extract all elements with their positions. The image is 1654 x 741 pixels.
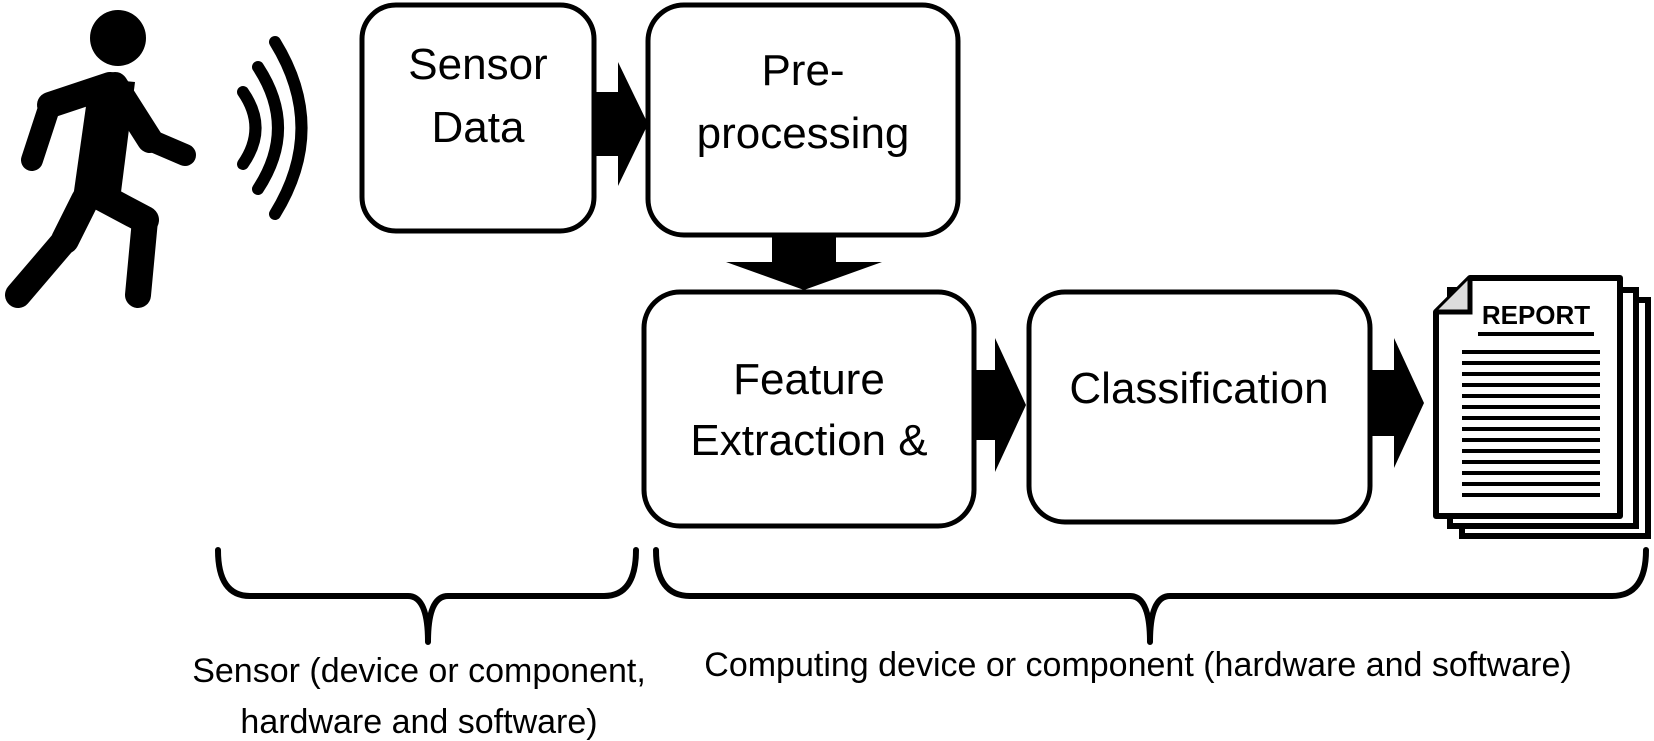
arrow-feature-extraction-to-classification (974, 338, 1026, 472)
walking-person-icon (5, 10, 196, 308)
preprocessing-label-line2: processing (697, 109, 910, 158)
preprocessing-node: Pre- processing (645, 2, 961, 238)
sensor-data-node: Sensor Data (359, 2, 597, 234)
feature-extraction-node: Feature Extraction & (641, 289, 977, 529)
sensor-caption-line2: hardware and software) (240, 703, 597, 741)
feature-extraction-label-line1: Feature (733, 355, 885, 404)
preprocessing-label-line1: Pre- (761, 46, 844, 95)
sensor-data-label-line1: Sensor (408, 40, 547, 89)
report-document-icon: REPORT (1433, 275, 1651, 539)
sensor-section-brace (215, 547, 639, 645)
computing-caption: Computing device or component (hardware … (704, 646, 1571, 684)
sensor-data-label-line2: Data (432, 103, 525, 152)
classification-node: Classification (1026, 289, 1373, 525)
report-text-lines (1462, 350, 1600, 497)
arrow-classification-to-report (1370, 338, 1424, 468)
computing-section-brace (653, 547, 1649, 645)
wireless-signal-icon (237, 36, 308, 220)
sensor-caption-line1: Sensor (device or component, (192, 652, 646, 690)
classification-label: Classification (1069, 364, 1328, 413)
report-label: REPORT (1482, 300, 1590, 330)
arrow-preprocessing-to-feature-extraction (726, 236, 882, 290)
arrow-sensor-to-preprocessing (594, 62, 648, 186)
feature-extraction-label-line2: Extraction & (690, 416, 927, 465)
